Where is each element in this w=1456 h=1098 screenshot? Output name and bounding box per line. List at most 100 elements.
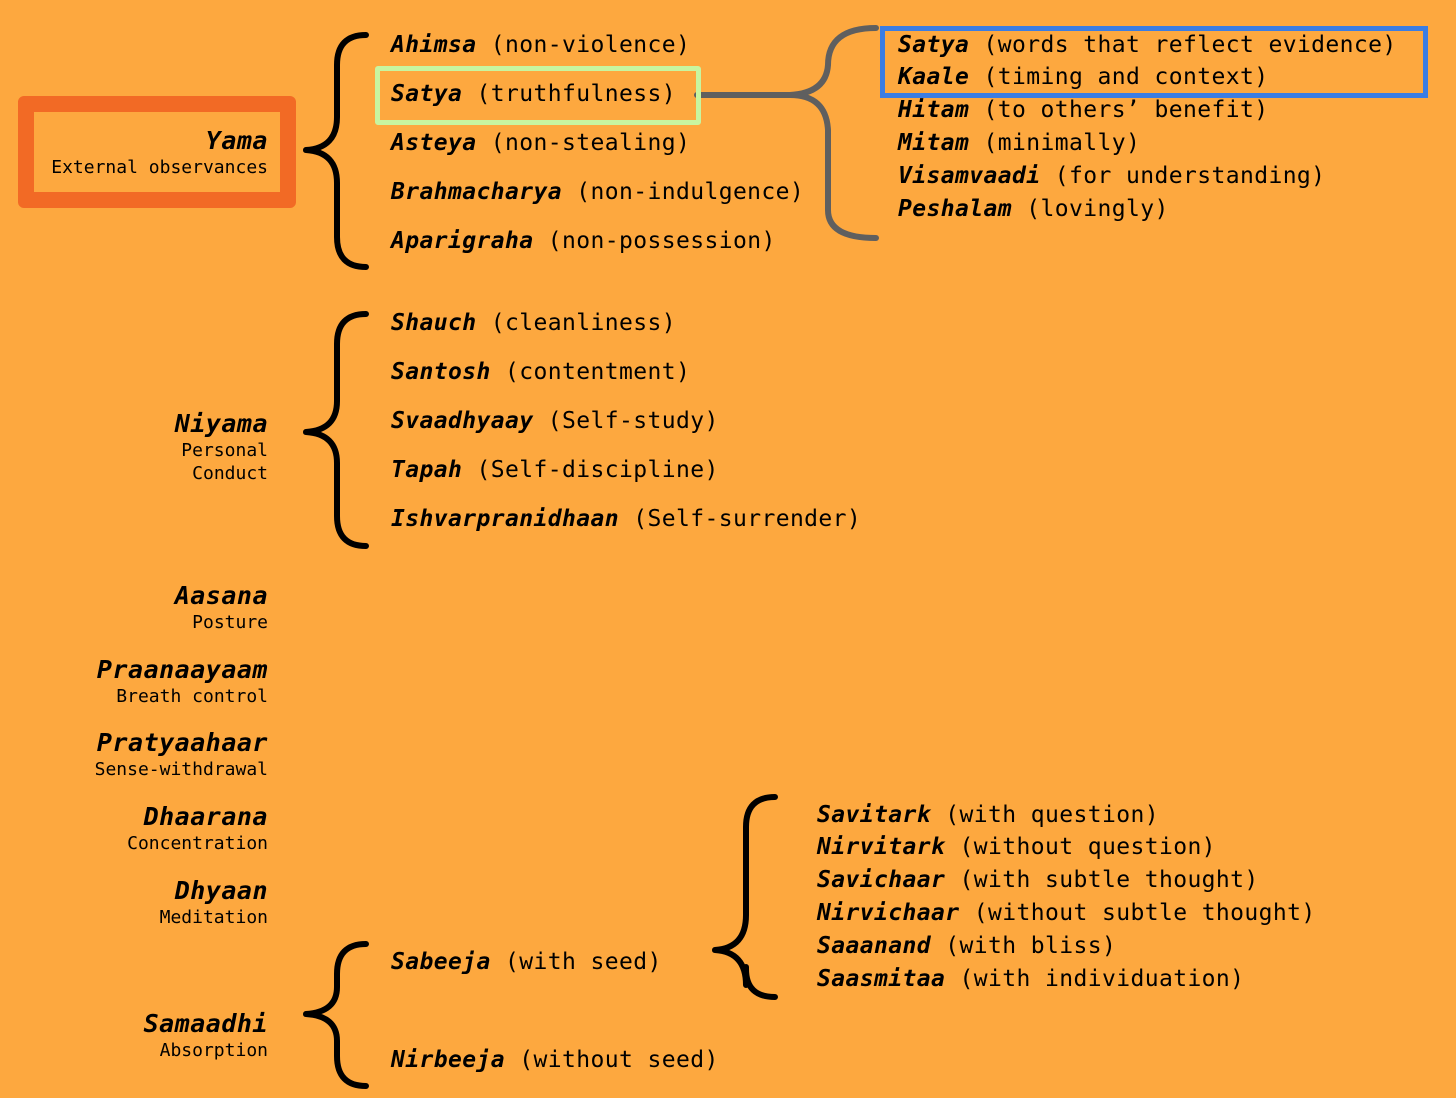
item-meaning: (with bliss): [945, 933, 1117, 959]
limb-desc: Breath control: [116, 686, 268, 707]
samaadhi-item-sabeeja: Sabeeja (with seed): [391, 947, 662, 977]
item-meaning: (non-violence): [490, 32, 691, 58]
limb-name: Samaadhi: [143, 1009, 268, 1038]
item-term: Svaadhyaay: [391, 408, 534, 434]
item-meaning: (Self-study): [547, 408, 719, 434]
item-meaning: (without seed): [519, 1047, 719, 1073]
yama-item: Asteya (non-stealing): [391, 128, 690, 158]
limb-desc: Absorption: [159, 1040, 268, 1061]
item-term: Aparigraha: [391, 228, 534, 254]
item-meaning: (truthfulness): [476, 81, 676, 107]
limb-name: Aasana: [174, 581, 268, 610]
item-term: Nirbeeja: [391, 1047, 505, 1073]
item-term: Sabeeja: [391, 949, 491, 975]
item-meaning: (words that reflect evidence): [983, 32, 1397, 58]
item-meaning: (with individuation): [959, 966, 1245, 992]
item-meaning: (with seed): [504, 949, 662, 975]
item-term: Saaanand: [817, 933, 931, 959]
item-term: Nirvichaar: [817, 900, 960, 926]
item-term: Saasmitaa: [817, 966, 946, 992]
yama-item: Brahmacharya (non-indulgence): [391, 177, 804, 207]
item-meaning: (with subtle thought): [959, 867, 1259, 893]
sabeeja-item: Savitark (with question): [817, 800, 1159, 830]
item-term: Shauch: [391, 310, 477, 336]
limb-name: Praanaayaam: [96, 655, 268, 684]
item-term: Savichaar: [817, 867, 946, 893]
limb-desc: Personal: [181, 440, 268, 461]
item-term: Savitark: [817, 802, 931, 828]
yama-brace: [303, 32, 369, 270]
limb-dhyaan: Dhyaan Meditation: [160, 876, 268, 929]
satya-highlight-box: [375, 66, 701, 125]
item-meaning: (contentment): [504, 359, 691, 385]
niyama-item: Svaadhyaay (Self-study): [391, 406, 719, 436]
item-term: Asteya: [391, 130, 477, 156]
limb-yama: Yama External observances: [51, 126, 268, 179]
limb-niyama: Niyama Personal Conduct: [175, 409, 268, 485]
niyama-item: Tapah (Self-discipline): [391, 455, 719, 485]
item-meaning: (with question): [945, 802, 1159, 828]
limb-samaadhi: Samaadhi Absorption: [144, 1009, 268, 1062]
item-meaning: (non-stealing): [490, 130, 691, 156]
niyama-item: Shauch (cleanliness): [391, 308, 676, 338]
samaadhi-brace: [303, 941, 369, 1089]
yama-item-satya: Satya (truthfulness): [391, 79, 676, 109]
item-meaning: (non-indulgence): [576, 179, 805, 205]
niyama-item: Ishvarpranidhaan (Self-surrender): [391, 504, 861, 534]
item-meaning: (to others’ benefit): [983, 97, 1269, 123]
item-meaning: (cleanliness): [490, 310, 676, 336]
limb-desc: Meditation: [159, 907, 268, 928]
yama-highlight-box: [18, 96, 296, 208]
item-term: Satya: [898, 32, 970, 58]
samaadhi-item-nirbeeja: Nirbeeja (without seed): [391, 1045, 719, 1075]
limb-praanaayaam: Praanaayaam Breath control: [97, 655, 268, 708]
item-meaning: (without subtle thought): [973, 900, 1316, 926]
item-term: Mitam: [898, 130, 970, 156]
item-term: Ahimsa: [391, 32, 477, 58]
limb-dhaarana: Dhaarana Concentration: [127, 802, 268, 855]
limb-name: Dhaarana: [143, 802, 268, 831]
item-term: Ishvarpranidhaan: [391, 506, 619, 532]
limb-desc: Sense-withdrawal: [94, 759, 268, 780]
limb-name: Pratyaahaar: [96, 728, 268, 757]
item-term: Santosh: [391, 359, 491, 385]
item-term: Kaale: [898, 64, 970, 90]
limb-aasana: Aasana Posture: [175, 581, 268, 634]
item-term: Satya: [391, 81, 463, 107]
satya-item: Mitam (minimally): [898, 128, 1140, 158]
item-term: Visamvaadi: [898, 163, 1041, 189]
sabeeja-item: Nirvichaar (without subtle thought): [817, 898, 1316, 928]
item-meaning: (for understanding): [1054, 163, 1326, 189]
satya-item: Visamvaadi (for understanding): [898, 161, 1325, 191]
yama-item: Aparigraha (non-possession): [391, 226, 776, 256]
yama-item: Ahimsa (non-violence): [391, 30, 690, 60]
niyama-brace: [303, 311, 369, 549]
limb-name: Yama: [205, 126, 268, 155]
item-meaning: (Self-surrender): [633, 506, 862, 532]
satya-item: Kaale (timing and context): [898, 62, 1268, 92]
item-term: Tapah: [391, 457, 463, 483]
item-meaning: (minimally): [983, 130, 1141, 156]
satya-detail-box: [880, 26, 1428, 98]
limb-desc: Conduct: [192, 463, 268, 484]
item-term: Hitam: [898, 97, 970, 123]
sabeeja-item: Saasmitaa (with individuation): [817, 964, 1244, 994]
limb-name: Dhyaan: [174, 876, 268, 905]
limb-desc: Posture: [192, 612, 268, 633]
item-term: Brahmacharya: [391, 179, 562, 205]
item-meaning: (without question): [959, 834, 1216, 860]
item-meaning: (lovingly): [1026, 196, 1169, 222]
limb-desc: External observances: [51, 157, 268, 178]
item-term: Nirvitark: [817, 834, 946, 860]
item-meaning: (timing and context): [983, 64, 1269, 90]
item-meaning: (non-possession): [547, 228, 776, 254]
satya-item: Satya (words that reflect evidence): [898, 30, 1397, 60]
limb-pratyaahaar: Pratyaahaar Sense-withdrawal: [95, 728, 268, 781]
satya-item: Peshalam (lovingly): [898, 194, 1169, 224]
item-meaning: (Self-discipline): [476, 457, 719, 483]
sabeeja-brace: [712, 794, 778, 1000]
sabeeja-item: Savichaar (with subtle thought): [817, 865, 1259, 895]
limb-name: Niyama: [174, 409, 268, 438]
limb-desc: Concentration: [127, 833, 268, 854]
